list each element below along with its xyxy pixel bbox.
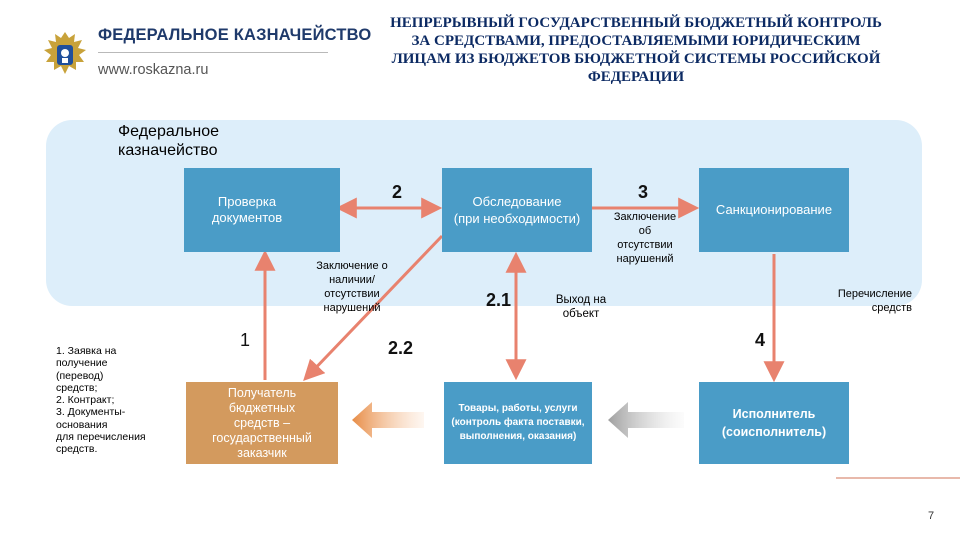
org-name: ФЕДЕРАЛЬНОЕ КАЗНАЧЕЙСТВО — [98, 26, 372, 44]
box-check-documents: Проверка документов — [184, 168, 340, 252]
box-survey: Обследование (при необходимости) — [442, 168, 592, 252]
step-2: 2 — [392, 182, 403, 202]
note-documents-list: 1. Заявка на получение (перевод) средств… — [56, 345, 146, 456]
note-transfer-funds: Перечисление средств — [837, 288, 912, 314]
site-url[interactable]: www.roskazna.ru — [98, 62, 209, 78]
note-exit-object: Выход на объект — [555, 294, 607, 320]
step-2-1: 2.1 — [486, 290, 512, 310]
note-conclusion-absence: Заключение об отсутствии нарушений — [613, 211, 677, 265]
box-sanction: Санкционирование — [699, 168, 849, 252]
box-recipient: Получатель бюджетных средств – государст… — [186, 382, 338, 464]
step-4: 4 — [755, 330, 766, 350]
arrow-survey-recipient — [303, 234, 444, 382]
logo-divider — [98, 52, 328, 53]
step-2-2: 2.2 — [388, 338, 414, 358]
panel-label: Федеральное казначейство — [118, 123, 220, 159]
arrow-goods-recipient — [352, 402, 424, 438]
arrow-executor-goods — [608, 402, 684, 438]
step-3: 3 — [638, 182, 649, 202]
note-conclusion-presence: Заключение о наличии/ отсутствии нарушен… — [316, 260, 388, 314]
box-executor: Исполнитель (соисполнитель) — [699, 382, 849, 464]
emblem-icon — [38, 28, 92, 82]
slide-title: НЕПРЕРЫВНЫЙ ГОСУДАРСТВЕННЫЙ БЮДЖЕТНЫЙ КО… — [390, 15, 882, 85]
step-1: 1 — [240, 330, 251, 350]
box-goods: Товары, работы, услуги (контроль факта п… — [444, 382, 592, 464]
page-number: 7 — [928, 510, 935, 522]
